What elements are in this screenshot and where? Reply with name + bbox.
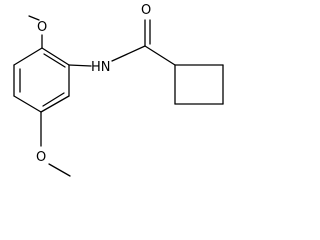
ring-bond-c1-c2 bbox=[41, 47, 70, 66]
ring-bond-c3-c4 bbox=[40, 95, 70, 113]
bottom-methoxy-oxygen-label: O bbox=[36, 150, 46, 165]
ring-bond-c6-c1 bbox=[13, 47, 43, 66]
ring-bond-c4-c5 bbox=[13, 95, 42, 113]
amide-nh-label: HN bbox=[91, 60, 111, 75]
bond-nh-carbonyl-c bbox=[111, 45, 146, 62]
bond-ring-nh bbox=[68, 64, 92, 67]
ring-double-bond-1 bbox=[43, 53, 66, 68]
chemical-structure: O HN O O bbox=[13, 3, 224, 177]
bond-carbonyl-cyclobutyl bbox=[144, 45, 176, 66]
ring-double-bond-2 bbox=[42, 92, 65, 107]
bond-top-methyl-o bbox=[28, 15, 40, 21]
bond-bottom-o-methyl bbox=[48, 163, 71, 177]
carbonyl-oxygen-label: O bbox=[141, 3, 151, 18]
top-methoxy-oxygen-label: O bbox=[37, 20, 47, 35]
